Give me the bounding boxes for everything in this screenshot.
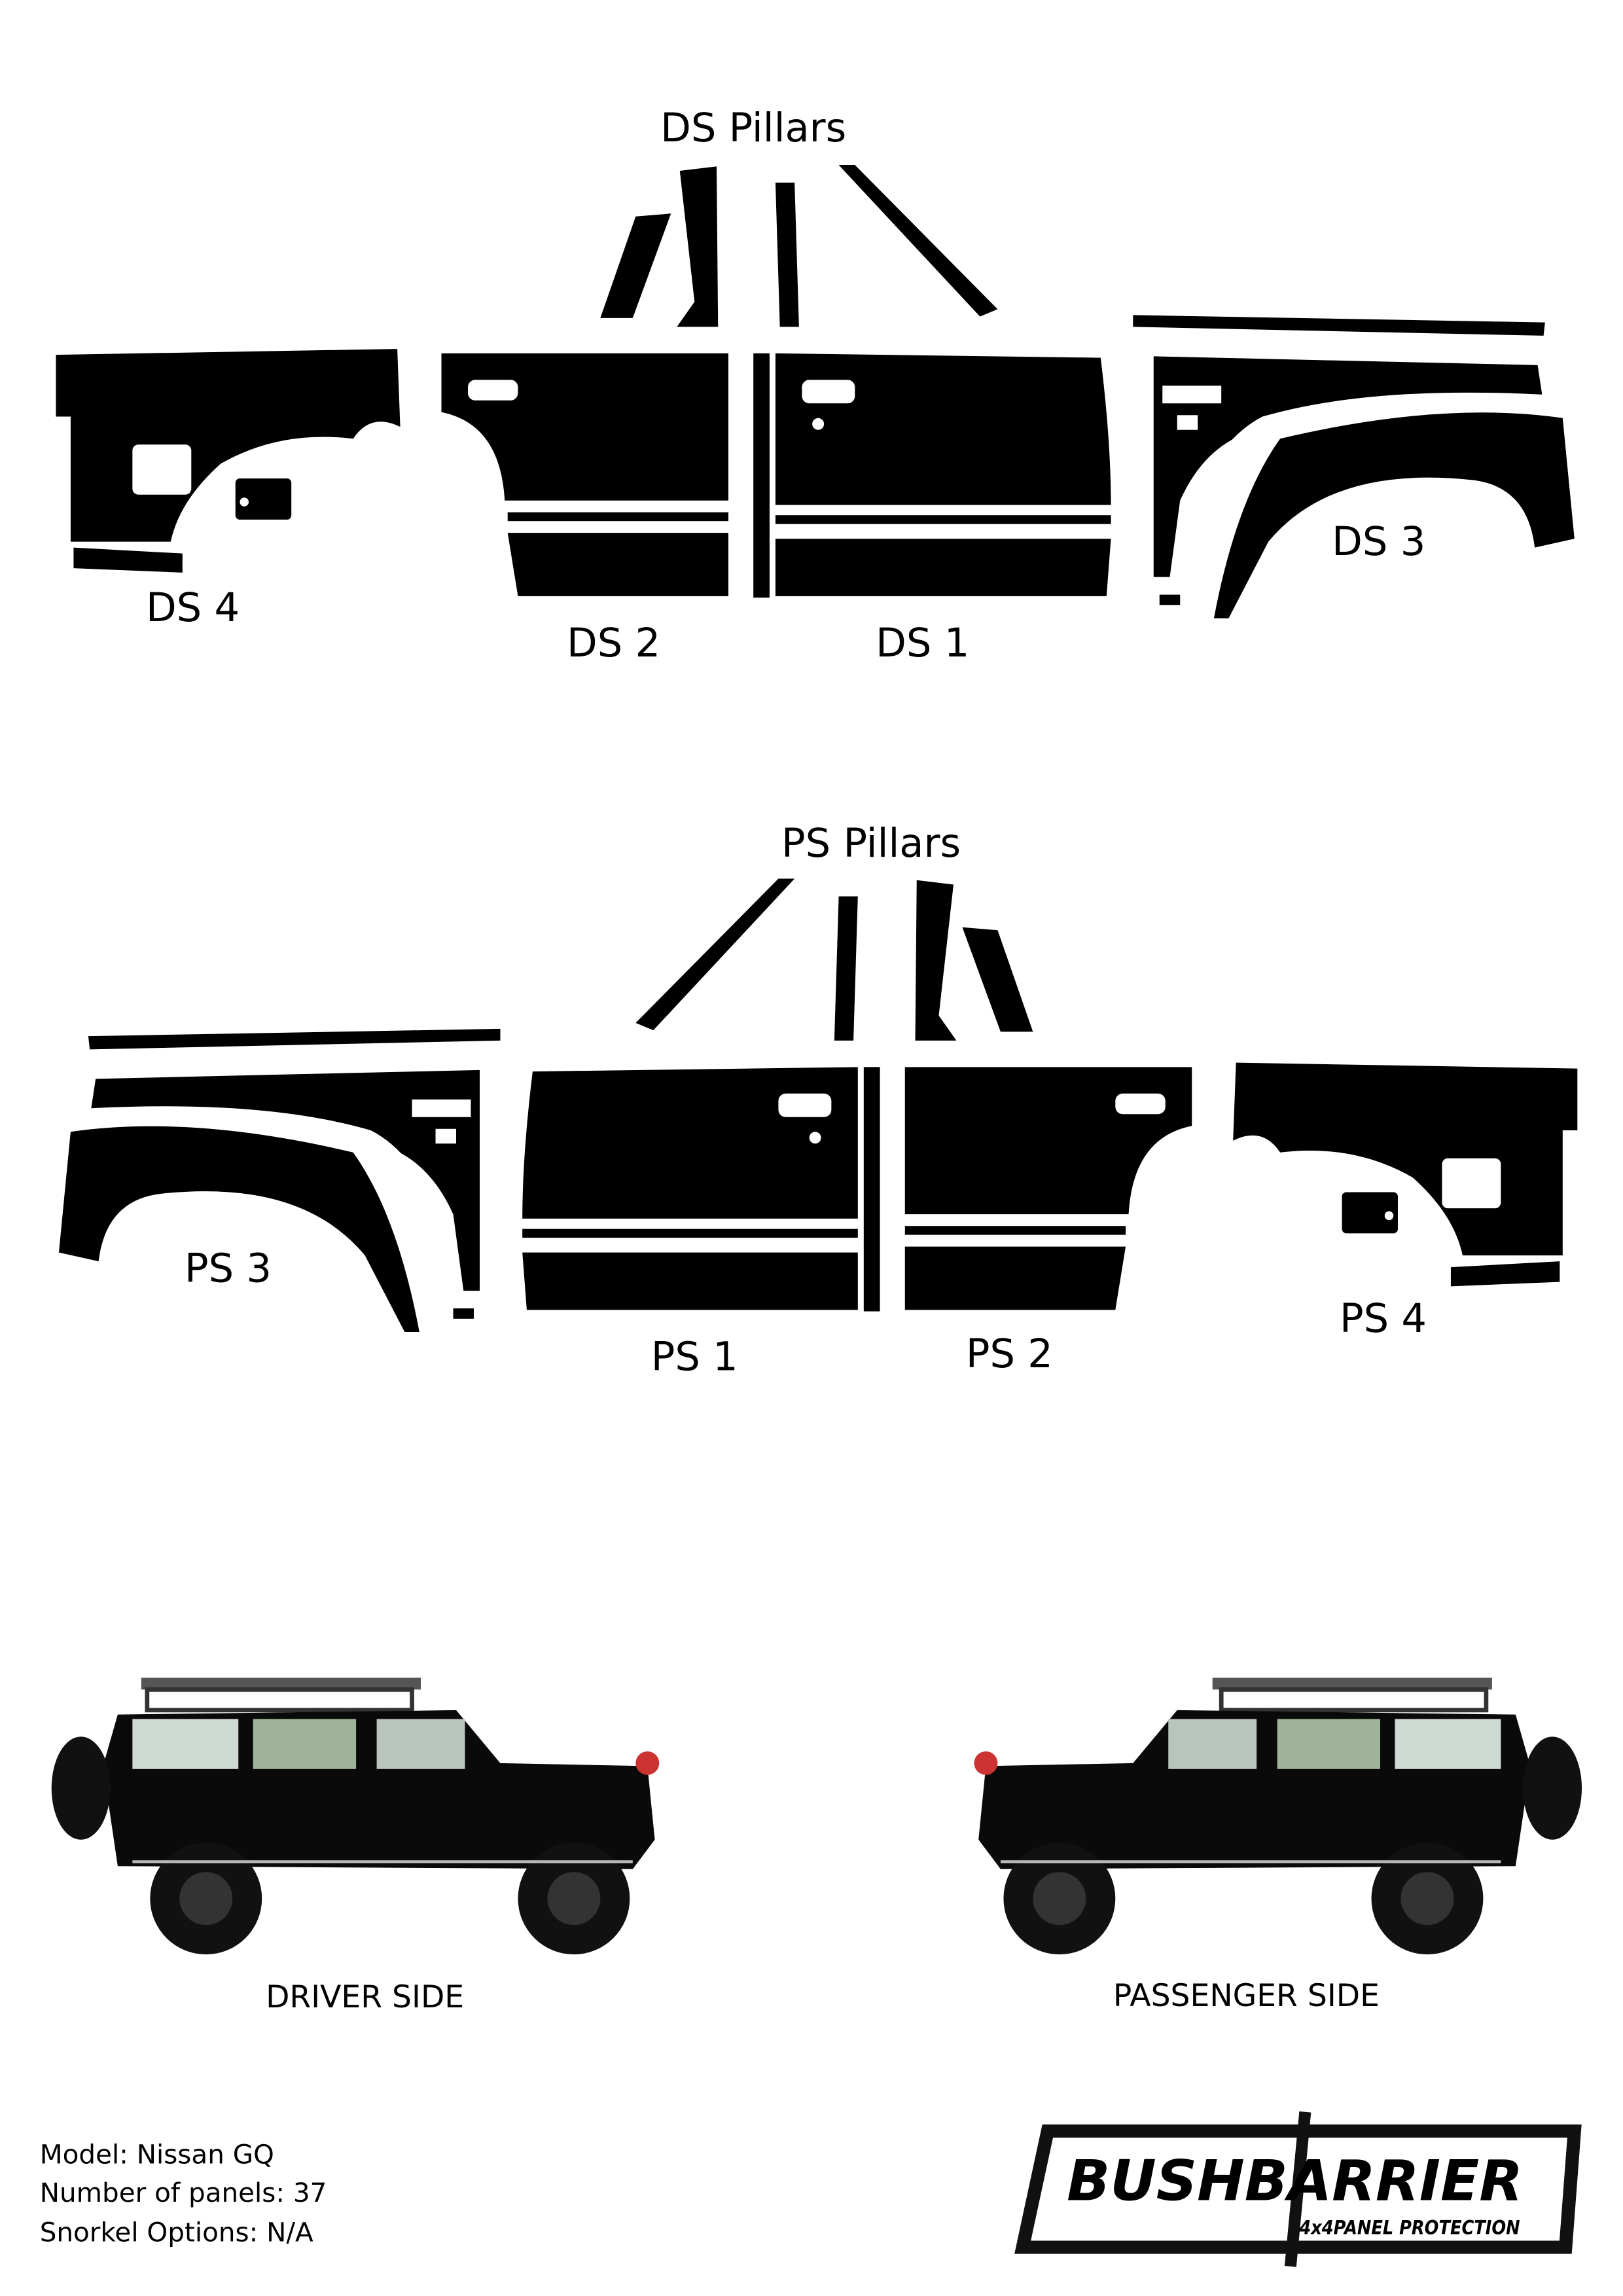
logo-tagline: 4x4PANEL PROTECTION [1298,2216,1520,2238]
ds2-label: DS 2 [567,620,660,666]
panel-count-text: Number of panels: 37 [40,2177,327,2208]
ds1-label: DS 1 [876,620,969,666]
passenger-side-panels [58,878,1578,1333]
ps2-label: PS 2 [966,1331,1053,1377]
ds-pillars-label: DS Pillars [660,105,846,151]
snorkel-text: Snorkel Options: N/A [40,2217,313,2248]
ps4-label: PS 4 [1340,1296,1427,1342]
ds4-label: DS 4 [146,585,240,631]
ds3-label: DS 3 [1332,519,1425,565]
ps-pillars-label: PS Pillars [781,821,961,867]
driver-side-vehicle-image [52,1677,660,1954]
bush-barrier-logo: BUSHBARRIER 4x4PANEL PROTECTION [1014,2111,1582,2267]
ps1-label: PS 1 [651,1335,738,1380]
driver-side-caption: DRIVER SIDE [266,1979,464,2015]
model-text: Model: Nissan GQ [40,2138,274,2170]
ps3-label: PS 3 [185,1246,272,1292]
passenger-side-caption: PASSENGER SIDE [1113,1978,1380,2014]
passenger-side-vehicle-image [974,1677,1582,1954]
logo-brand: BUSHBARRIER [1067,2149,1523,2214]
